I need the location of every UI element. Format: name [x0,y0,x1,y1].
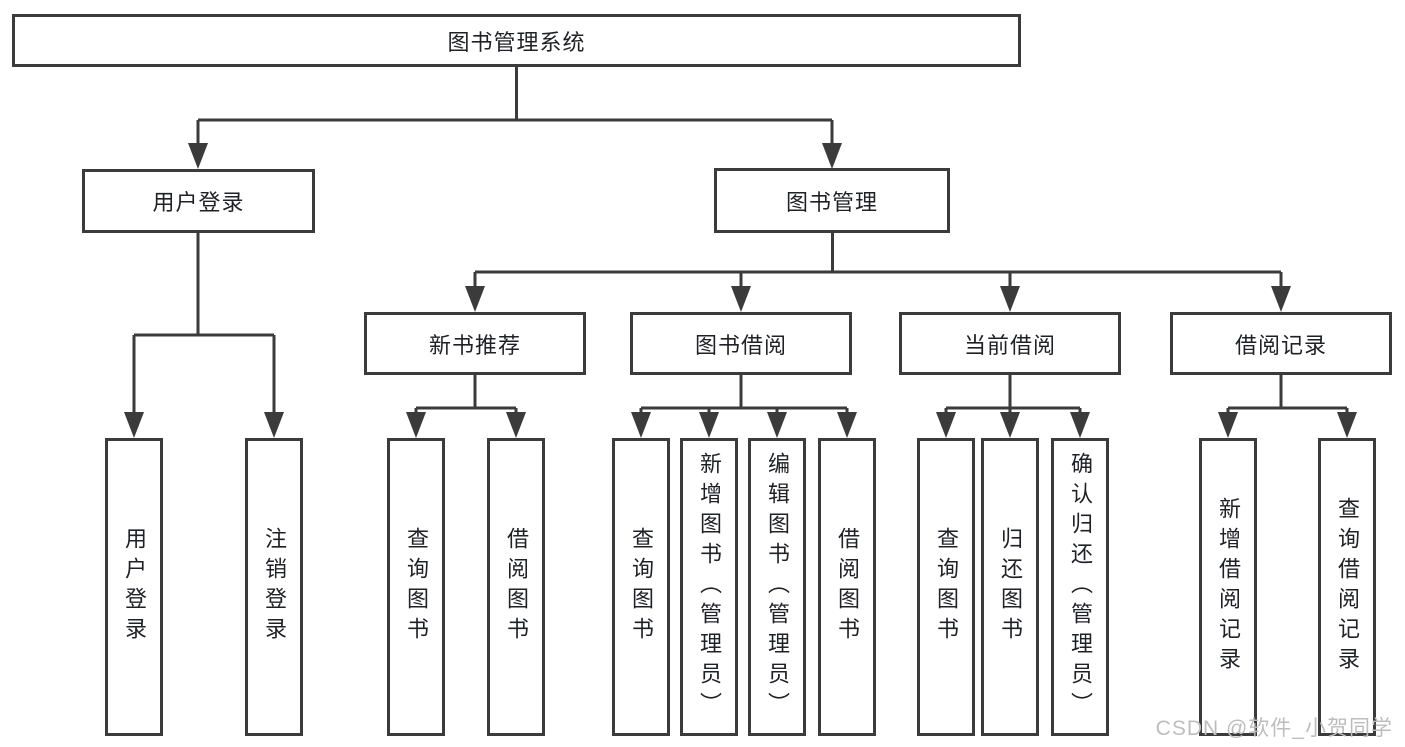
node-query-books-current: 查询图书 [917,438,975,736]
node-query-books-recommend: 查询图书 [387,438,445,736]
node-label: 查询图书 [404,527,429,647]
node-label: 注销登录 [262,527,287,647]
node-borrow-books: 借阅图书 [818,438,876,736]
node-borrow-books-recommend: 借阅图书 [487,438,545,736]
node-label: 确认归还（管理员） [1068,452,1093,722]
node-book-borrowing: 图书借阅 [630,312,852,375]
node-book-management: 图书管理 [714,168,950,233]
node-label: 新增借阅记录 [1216,497,1241,677]
node-label: 查询图书 [934,527,959,647]
node-query-books-borrow: 查询图书 [612,438,670,736]
node-edit-books-admin: 编辑图书（管理员） [748,438,806,736]
node-confirm-return-admin: 确认归还（管理员） [1051,438,1109,736]
watermark-text: CSDN @软件_小贺同学 [1155,717,1393,740]
node-return-books: 归还图书 [981,438,1039,736]
node-label: 归还图书 [998,527,1023,647]
node-user-login-action: 用户登录 [105,438,163,736]
node-user-login: 用户登录 [82,169,315,233]
node-library-management-system: 图书管理系统 [12,14,1021,67]
node-label: 借阅图书 [835,527,860,647]
node-logout: 注销登录 [245,438,303,736]
node-label: 借阅图书 [504,527,529,647]
node-add-books-admin: 新增图书（管理员） [680,438,738,736]
arrowheads [124,143,1357,438]
node-add-borrow-record: 新增借阅记录 [1199,438,1257,736]
node-label: 编辑图书（管理员） [765,452,790,722]
node-query-borrow-record: 查询借阅记录 [1318,438,1376,736]
node-label: 新增图书（管理员） [697,452,722,722]
node-label: 查询借阅记录 [1335,497,1360,677]
node-new-book-recommendation: 新书推荐 [364,312,586,375]
node-label: 用户登录 [122,527,147,647]
node-current-borrowing: 当前借阅 [899,312,1121,375]
node-borrowing-records: 借阅记录 [1170,312,1392,375]
node-label: 查询图书 [629,527,654,647]
